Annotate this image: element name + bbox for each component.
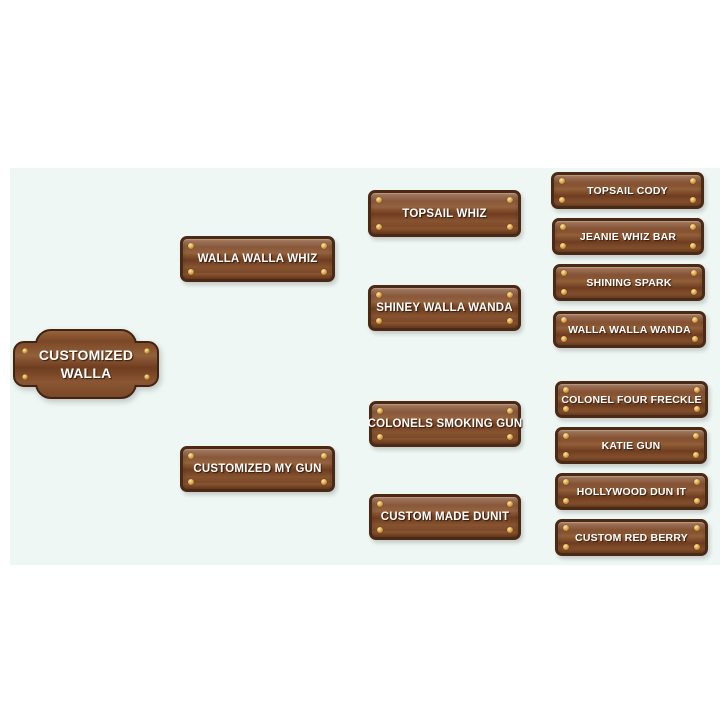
- nail-icon: [694, 544, 700, 550]
- nail-icon: [563, 498, 569, 504]
- nail-icon: [691, 270, 697, 276]
- nail-icon: [563, 406, 569, 412]
- nail-icon: [690, 243, 696, 249]
- nail-icon: [507, 197, 513, 203]
- sign-custom-made-dunit[interactable]: CUSTOM MADE DUNIT: [369, 494, 521, 540]
- sign-walla-walla-whiz[interactable]: WALLA WALLA WHIZ: [180, 236, 335, 282]
- sign-hollywood-dun-it[interactable]: HOLLYWOOD DUN IT: [555, 473, 708, 510]
- horse-name: CUSTOM MADE DUNIT: [380, 511, 510, 523]
- nail-icon: [694, 498, 700, 504]
- nail-icon: [692, 336, 698, 342]
- nail-icon: [376, 318, 382, 324]
- nail-icon: [376, 292, 382, 298]
- nail-icon: [563, 544, 569, 550]
- nail-icon: [377, 501, 383, 507]
- nail-icon: [376, 197, 382, 203]
- nail-icon: [561, 270, 567, 276]
- nail-icon: [321, 453, 327, 459]
- nail-icon: [694, 479, 700, 485]
- nail-icon: [507, 292, 513, 298]
- horse-name: TOPSAIL CODY: [587, 184, 668, 197]
- horse-name: COLONELS SMOKING GUN: [367, 418, 523, 430]
- horse-name: WALLA WALLA WANDA: [568, 323, 691, 336]
- nail-icon: [377, 408, 383, 414]
- sign-topsail-cody[interactable]: TOPSAIL CODY: [551, 172, 704, 209]
- nail-icon: [693, 433, 699, 439]
- nail-icon: [690, 224, 696, 230]
- sign-shining-spark[interactable]: SHINING SPARK: [553, 264, 705, 301]
- horse-name: SHINEY WALLA WANDA: [376, 302, 513, 314]
- nail-icon: [321, 269, 327, 275]
- nail-icon: [560, 243, 566, 249]
- nail-icon: [561, 317, 567, 323]
- nail-icon: [693, 452, 699, 458]
- nail-icon: [694, 525, 700, 531]
- nail-icon: [188, 453, 194, 459]
- nail-icon: [507, 501, 513, 507]
- horse-name: CUSTOM RED BERRY: [575, 531, 688, 544]
- nail-icon: [559, 178, 565, 184]
- nail-icon: [692, 317, 698, 323]
- sign-custom-red-berry[interactable]: CUSTOM RED BERRY: [555, 519, 708, 556]
- horse-name: SHINING SPARK: [586, 276, 672, 289]
- nail-icon: [507, 527, 513, 533]
- nail-icon: [560, 224, 566, 230]
- nail-icon: [559, 197, 565, 203]
- horse-name: HOLLYWOOD DUN IT: [576, 485, 687, 498]
- nail-icon: [507, 408, 513, 414]
- nail-icon: [321, 243, 327, 249]
- nail-icon: [563, 452, 569, 458]
- nail-icon: [563, 479, 569, 485]
- nail-icon: [690, 178, 696, 184]
- sign-colonel-four-freckle[interactable]: COLONEL FOUR FRECKLE: [555, 381, 708, 418]
- sign-customized-walla[interactable]: CUSTOMIZED WALLA: [12, 328, 160, 400]
- nail-icon: [22, 348, 150, 380]
- sign-shiney-walla-wanda[interactable]: SHINEY WALLA WANDA: [368, 285, 521, 331]
- sign-jeanie-whiz-bar[interactable]: JEANIE WHIZ BAR: [552, 218, 704, 255]
- nail-icon: [561, 336, 567, 342]
- nail-icon: [694, 406, 700, 412]
- nail-icon: [507, 434, 513, 440]
- nail-icon: [507, 224, 513, 230]
- sign-customized-my-gun[interactable]: CUSTOMIZED MY GUN: [180, 446, 335, 492]
- nail-icon: [188, 243, 194, 249]
- nail-icon: [321, 479, 327, 485]
- nail-icon: [188, 479, 194, 485]
- horse-name: JEANIE WHIZ BAR: [579, 230, 677, 243]
- nail-icon: [563, 387, 569, 393]
- nail-icon: [694, 387, 700, 393]
- sign-colonels-smoking-gun[interactable]: COLONELS SMOKING GUN: [368, 401, 522, 447]
- nail-icon: [563, 525, 569, 531]
- sign-katie-gun[interactable]: KATIE GUN: [555, 427, 707, 464]
- horse-name: KATIE GUN: [601, 439, 661, 452]
- nail-icon: [561, 289, 567, 295]
- nail-icon: [691, 289, 697, 295]
- horse-name: WALLA WALLA WHIZ: [197, 253, 318, 265]
- wood-plaque-shape: [13, 329, 159, 399]
- nail-icon: [377, 527, 383, 533]
- horse-name: CUSTOMIZED WALLA: [38, 346, 134, 381]
- nail-icon: [376, 224, 382, 230]
- nail-icon: [188, 269, 194, 275]
- sign-walla-walla-wanda[interactable]: WALLA WALLA WANDA: [553, 311, 706, 348]
- horse-name: CUSTOMIZED MY GUN: [193, 463, 322, 475]
- nail-icon: [563, 433, 569, 439]
- nail-icon: [690, 197, 696, 203]
- horse-name: TOPSAIL WHIZ: [402, 207, 487, 220]
- nail-icon: [377, 434, 383, 440]
- nail-icon: [507, 318, 513, 324]
- horse-name: COLONEL FOUR FRECKLE: [561, 393, 702, 406]
- sign-topsail-whiz[interactable]: TOPSAIL WHIZ: [368, 190, 521, 237]
